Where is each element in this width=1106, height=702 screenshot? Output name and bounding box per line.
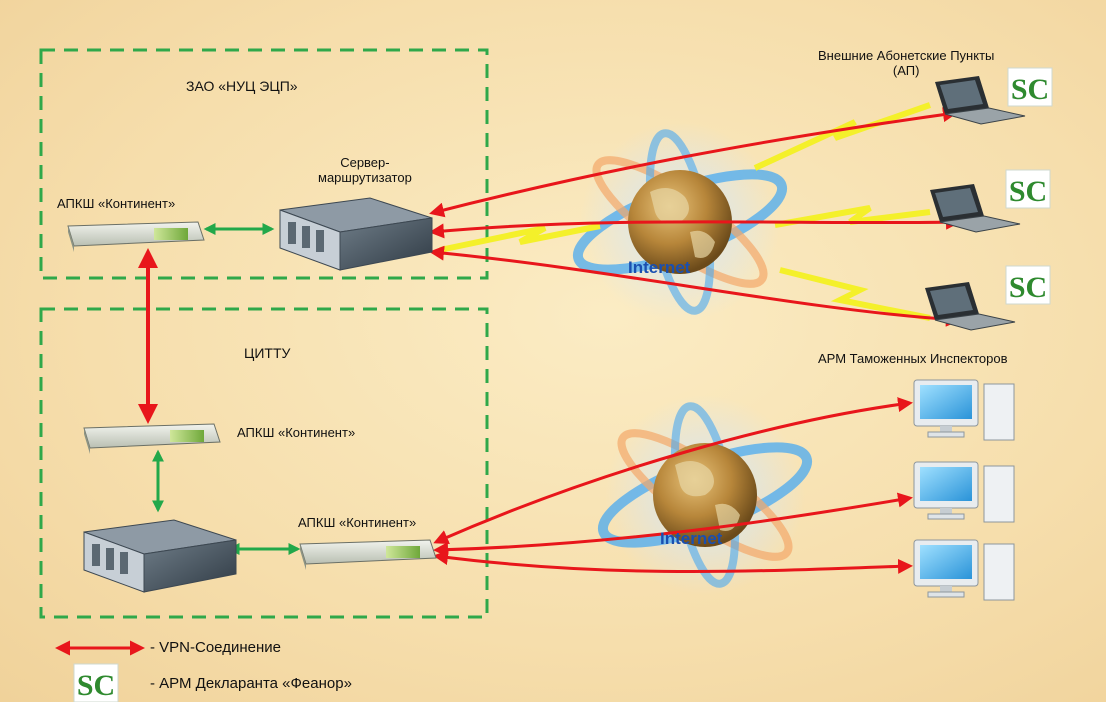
zone-title-cittu: ЦИТТУ [244, 345, 291, 361]
zone-title-nuc: ЗАО «НУЦ ЭЦП» [186, 78, 298, 94]
desktop-computer-icon [913, 539, 1015, 601]
vpn-connection [429, 214, 961, 239]
feanor-logo-icon [1005, 169, 1051, 209]
device-label-apksh-bottom: АПКШ «Континент» [298, 515, 417, 530]
device-label-apksh-mid: АПКШ «Континент» [237, 425, 356, 440]
desktop-computer-icon [913, 461, 1015, 523]
vpn-connection [429, 107, 958, 218]
group-label-customs-workstations: АРМ Таможенных Инспекторов [818, 351, 1008, 366]
feanor-logo-icon [1005, 265, 1051, 305]
vpn-connection [433, 550, 913, 574]
continent-device-icon [83, 423, 221, 454]
legend-vpn-label: - VPN-Соединение [150, 639, 281, 656]
continent-device-icon [67, 221, 205, 252]
desktop-computer-icon [913, 379, 1015, 441]
internet-label-top: Internet [628, 258, 691, 277]
legend-feanor-label: - АРМ Декларанта «Феанор» [150, 675, 352, 692]
group-label-external-points: Внешние Абонетские Пункты (АП) [818, 48, 995, 78]
continent-device-icon [299, 539, 437, 570]
feanor-logo-icon [1007, 67, 1053, 107]
feanor-logo-icon [73, 663, 119, 702]
lightning-icon [753, 102, 931, 171]
vpn-connection [429, 245, 961, 327]
device-label-server-router: Сервер- маршрутизатор [318, 155, 412, 185]
laptop-icon [935, 76, 1026, 125]
vpn-connection [433, 492, 913, 558]
internet-label-bottom: Internet [660, 529, 723, 548]
laptop-icon [930, 184, 1021, 233]
laptop-icon [925, 282, 1016, 331]
device-label-apksh-top: АПКШ «Континент» [57, 196, 176, 211]
server-icon [83, 519, 237, 593]
server-icon [279, 197, 433, 271]
